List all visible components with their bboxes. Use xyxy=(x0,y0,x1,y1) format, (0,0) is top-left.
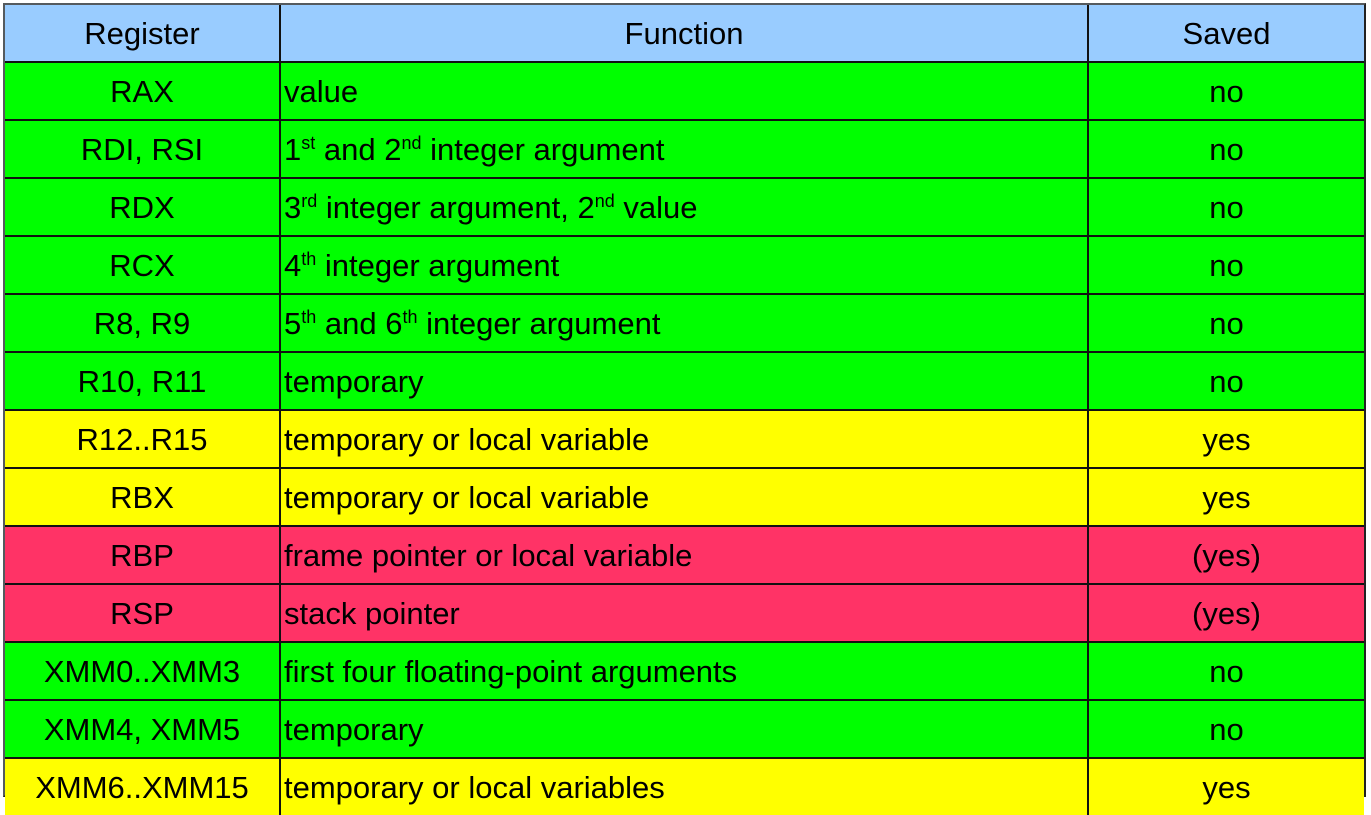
function-text: stack pointer xyxy=(284,595,460,631)
register-cell: RSP xyxy=(5,583,281,643)
function-text: temporary or local variable xyxy=(284,479,650,515)
function-text: 3 xyxy=(284,189,302,225)
function-text: and 2 xyxy=(315,131,402,167)
saved-cell: no xyxy=(1087,699,1364,759)
saved-cell: no xyxy=(1087,177,1364,237)
function-text: and 6 xyxy=(316,305,403,341)
function-text: 5 xyxy=(284,305,302,341)
function-cell: frame pointer or local variable xyxy=(279,525,1089,585)
function-cell: temporary or local variable xyxy=(279,467,1089,527)
register-cell: RBP xyxy=(5,525,281,585)
function-text: 1 xyxy=(284,131,302,167)
ordinal-suffix: th xyxy=(301,248,317,269)
register-cell: XMM4, XMM5 xyxy=(5,699,281,759)
saved-cell: (yes) xyxy=(1087,583,1364,643)
saved-cell: (yes) xyxy=(1087,525,1364,585)
saved-cell: no xyxy=(1087,293,1364,353)
ordinal-suffix: th xyxy=(402,306,418,327)
function-text: integer argument, 2 xyxy=(317,189,595,225)
function-cell: temporary xyxy=(279,699,1089,759)
ordinal-suffix: th xyxy=(301,306,317,327)
ordinal-suffix: rd xyxy=(301,190,318,211)
function-text: integer argument xyxy=(316,247,560,283)
function-cell: temporary or local variables xyxy=(279,757,1089,815)
function-text: frame pointer or local variable xyxy=(284,537,693,573)
function-text: integer argument xyxy=(421,131,665,167)
function-text: 4 xyxy=(284,247,302,283)
header-saved: Saved xyxy=(1087,5,1364,63)
function-text: temporary or local variable xyxy=(284,421,650,457)
saved-cell: no xyxy=(1087,351,1364,411)
ordinal-suffix: nd xyxy=(594,190,615,211)
function-cell: stack pointer xyxy=(279,583,1089,643)
register-cell: XMM6..XMM15 xyxy=(5,757,281,815)
register-cell: XMM0..XMM3 xyxy=(5,641,281,701)
function-text: value xyxy=(284,73,359,109)
register-cell: RDX xyxy=(5,177,281,237)
function-text: value xyxy=(614,189,698,225)
register-cell: RBX xyxy=(5,467,281,527)
saved-cell: yes xyxy=(1087,409,1364,469)
register-cell: RCX xyxy=(5,235,281,295)
function-text: integer argument xyxy=(417,305,661,341)
saved-cell: no xyxy=(1087,61,1364,121)
function-cell: first four floating-point arguments xyxy=(279,641,1089,701)
function-text: first four floating-point arguments xyxy=(284,653,738,689)
function-cell: temporary xyxy=(279,351,1089,411)
header-row: Register Function Saved xyxy=(5,5,1364,63)
saved-cell: yes xyxy=(1087,757,1364,815)
ordinal-suffix: st xyxy=(301,132,316,153)
function-text: temporary xyxy=(284,363,424,399)
saved-cell: no xyxy=(1087,641,1364,701)
function-cell: 1st and 2nd integer argument xyxy=(279,119,1089,179)
function-cell: 5th and 6th integer argument xyxy=(279,293,1089,353)
saved-cell: no xyxy=(1087,119,1364,179)
saved-cell: no xyxy=(1087,235,1364,295)
header-function: Function xyxy=(279,5,1089,63)
function-cell: 3rd integer argument, 2nd value xyxy=(279,177,1089,237)
function-cell: value xyxy=(279,61,1089,121)
register-cell: R10, R11 xyxy=(5,351,281,411)
function-cell: temporary or local variable xyxy=(279,409,1089,469)
register-cell: RDI, RSI xyxy=(5,119,281,179)
function-text: temporary xyxy=(284,711,424,747)
ordinal-suffix: nd xyxy=(401,132,422,153)
register-cell: RAX xyxy=(5,61,281,121)
function-cell: 4th integer argument xyxy=(279,235,1089,295)
function-text: temporary or local variables xyxy=(284,769,665,805)
register-cell: R8, R9 xyxy=(5,293,281,353)
saved-cell: yes xyxy=(1087,467,1364,527)
header-register: Register xyxy=(5,5,281,63)
register-cell: R12..R15 xyxy=(5,409,281,469)
